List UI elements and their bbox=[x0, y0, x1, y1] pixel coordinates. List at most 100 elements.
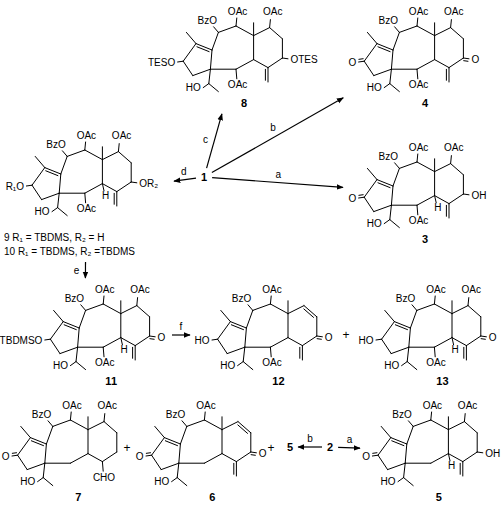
bond-line bbox=[179, 444, 181, 463]
bond-line bbox=[222, 430, 223, 454]
bond-line bbox=[218, 26, 236, 32]
bond-line bbox=[265, 69, 266, 80]
bond-line bbox=[412, 305, 417, 311]
bond-line bbox=[460, 463, 461, 474]
atom-label: BzO bbox=[392, 409, 411, 421]
atom-label: H bbox=[448, 460, 455, 472]
bond-line bbox=[42, 193, 60, 199]
bond-line bbox=[376, 339, 382, 341]
bond-line bbox=[135, 346, 136, 360]
bond-line bbox=[381, 426, 391, 437]
bond-line bbox=[395, 27, 400, 33]
bond-line bbox=[452, 301, 453, 314]
bond-line bbox=[18, 438, 31, 456]
bond-line bbox=[384, 220, 390, 224]
bond-line bbox=[132, 347, 133, 358]
bond-line bbox=[85, 150, 103, 160]
atom-label: BzO bbox=[378, 151, 397, 163]
bond-line bbox=[399, 162, 417, 168]
bond-line bbox=[164, 438, 180, 444]
bond-line bbox=[81, 305, 86, 311]
bond-line bbox=[43, 478, 53, 486]
bond-line bbox=[50, 339, 60, 353]
bond-line bbox=[102, 462, 104, 472]
bond-line bbox=[137, 306, 150, 317]
bond-line bbox=[121, 306, 137, 314]
atom-label: OH bbox=[485, 448, 500, 460]
skeletal-structure bbox=[345, 138, 490, 248]
bond-line bbox=[477, 452, 483, 454]
bond-line bbox=[417, 196, 435, 206]
bond-line bbox=[245, 328, 247, 347]
bond-line bbox=[304, 309, 314, 318]
bond-line bbox=[131, 182, 137, 184]
bond-line bbox=[435, 60, 449, 68]
bond-line bbox=[120, 314, 121, 338]
compound-number: 8 bbox=[241, 97, 247, 109]
bond-line bbox=[104, 422, 117, 433]
bond-line bbox=[407, 362, 417, 370]
bond-line bbox=[417, 162, 435, 172]
structure-box: BzOOAcOHOO6 bbox=[134, 396, 269, 506]
bond-line bbox=[78, 328, 80, 347]
bond-line bbox=[222, 417, 223, 430]
bond-line bbox=[212, 339, 218, 341]
bond-line bbox=[390, 84, 400, 92]
bond-line bbox=[405, 444, 407, 463]
bond-line bbox=[481, 336, 487, 338]
skeletal-structure bbox=[356, 280, 501, 390]
bond-line bbox=[204, 412, 206, 420]
bond-line bbox=[399, 26, 417, 32]
bond-line bbox=[146, 455, 152, 457]
atom-label: OAc bbox=[409, 215, 428, 227]
bond-line bbox=[218, 339, 228, 353]
bond-line bbox=[394, 322, 410, 328]
bond-line bbox=[227, 347, 245, 353]
atom-label: HO bbox=[381, 476, 396, 488]
bond-line bbox=[59, 193, 85, 194]
bond-line bbox=[417, 60, 435, 70]
atom-label: OAc bbox=[77, 130, 96, 142]
bond-line bbox=[391, 347, 409, 353]
bond-line bbox=[404, 478, 414, 486]
reaction-arrow bbox=[298, 446, 322, 447]
bond-line bbox=[304, 306, 317, 317]
bond-line bbox=[372, 455, 378, 457]
atom-label: OAc bbox=[196, 400, 215, 412]
bond-line bbox=[269, 20, 271, 28]
bond-line bbox=[149, 317, 150, 336]
bond-line bbox=[468, 306, 481, 317]
bond-line bbox=[398, 478, 404, 482]
atom-label: OAc bbox=[426, 357, 445, 369]
bond-line bbox=[451, 28, 464, 39]
bond-line bbox=[409, 347, 435, 348]
atom-label: OAc bbox=[409, 142, 428, 154]
bond-line bbox=[203, 84, 209, 88]
bond-line bbox=[481, 338, 485, 340]
bond-line bbox=[417, 69, 419, 79]
bond-line bbox=[150, 338, 154, 340]
compound-number: 6 bbox=[209, 491, 215, 503]
bond-line bbox=[88, 430, 89, 454]
bond-line bbox=[102, 452, 116, 462]
atom-label: TESO bbox=[148, 57, 175, 69]
atom-label: HO bbox=[367, 82, 382, 94]
compound-number-box: 2 bbox=[324, 440, 336, 454]
bond-line bbox=[52, 208, 58, 212]
bond-line bbox=[179, 463, 205, 464]
structure-box: BzOOAcOAcOHOCHO7 bbox=[0, 396, 122, 506]
bond-line bbox=[452, 314, 453, 338]
bond-line bbox=[165, 441, 177, 446]
bond-line bbox=[60, 347, 78, 353]
bond-line bbox=[317, 338, 321, 340]
compound-number: 12 bbox=[272, 375, 284, 387]
bond-line bbox=[155, 426, 165, 437]
bond-line bbox=[253, 304, 271, 310]
compound-number: 2 bbox=[324, 440, 336, 454]
structure-box: BzOOAcOAcOHOOAcO4 bbox=[345, 2, 485, 112]
reagent-label: f bbox=[178, 321, 185, 332]
bond-line bbox=[359, 61, 365, 63]
bond-line bbox=[193, 69, 211, 75]
bond-line bbox=[282, 58, 288, 60]
bond-line bbox=[210, 50, 212, 69]
